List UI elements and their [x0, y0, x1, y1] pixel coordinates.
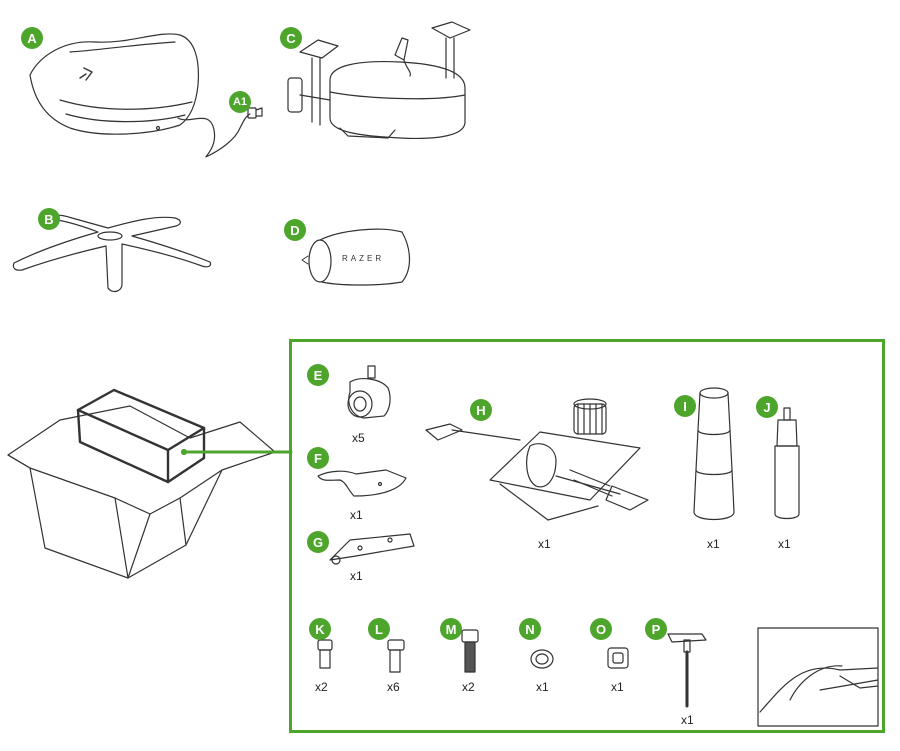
qty-i: x1 [707, 537, 720, 551]
tilt-mechanism-illustration [425, 398, 649, 521]
pillow-brand-text: RAZER [342, 254, 385, 263]
small-parts-frame [289, 339, 885, 733]
part-label-c: C [280, 27, 302, 49]
qty-f: x1 [350, 508, 363, 522]
part-label-d: D [284, 219, 306, 241]
bolt-k-illustration [317, 639, 333, 669]
nut-o-illustration [607, 647, 629, 669]
part-label-a1: A1 [229, 91, 251, 113]
part-label-f: F [307, 447, 329, 469]
bolt-l-illustration [387, 639, 405, 673]
cylinder-cover-illustration [693, 387, 735, 521]
lumbar-pillow-illustration [301, 228, 411, 286]
bracket-g-illustration [329, 533, 415, 565]
part-label-n: N [519, 618, 541, 640]
qty-j: x1 [778, 537, 791, 551]
part-label-e: E [307, 364, 329, 386]
part-label-m: M [440, 618, 462, 640]
qty-l: x6 [387, 680, 400, 694]
qty-k: x2 [315, 680, 328, 694]
qty-n: x1 [536, 680, 549, 694]
qty-p: x1 [681, 713, 694, 727]
open-box-illustration [7, 388, 276, 579]
washer-n-illustration [530, 649, 554, 669]
qty-g: x1 [350, 569, 363, 583]
caster-illustration [347, 365, 391, 419]
inset-peel-illustration [757, 627, 879, 727]
seat-back-illustration [29, 33, 263, 158]
part-label-a: A [21, 27, 43, 49]
qty-e: x5 [352, 431, 365, 445]
part-label-i: I [674, 395, 696, 417]
bolt-m-illustration [461, 629, 479, 673]
part-label-p: P [645, 618, 667, 640]
part-label-j: J [756, 396, 778, 418]
seat-illustration [287, 21, 471, 140]
allen-key-illustration [667, 633, 707, 708]
part-label-h: H [470, 399, 492, 421]
part-label-o: O [590, 618, 612, 640]
part-label-b: B [38, 208, 60, 230]
gas-lift-illustration [774, 407, 800, 520]
part-label-l: L [368, 618, 390, 640]
part-label-g: G [307, 531, 329, 553]
part-label-k: K [309, 618, 331, 640]
qty-h: x1 [538, 537, 551, 551]
bracket-f-illustration [317, 469, 407, 497]
qty-m: x2 [462, 680, 475, 694]
qty-o: x1 [611, 680, 624, 694]
